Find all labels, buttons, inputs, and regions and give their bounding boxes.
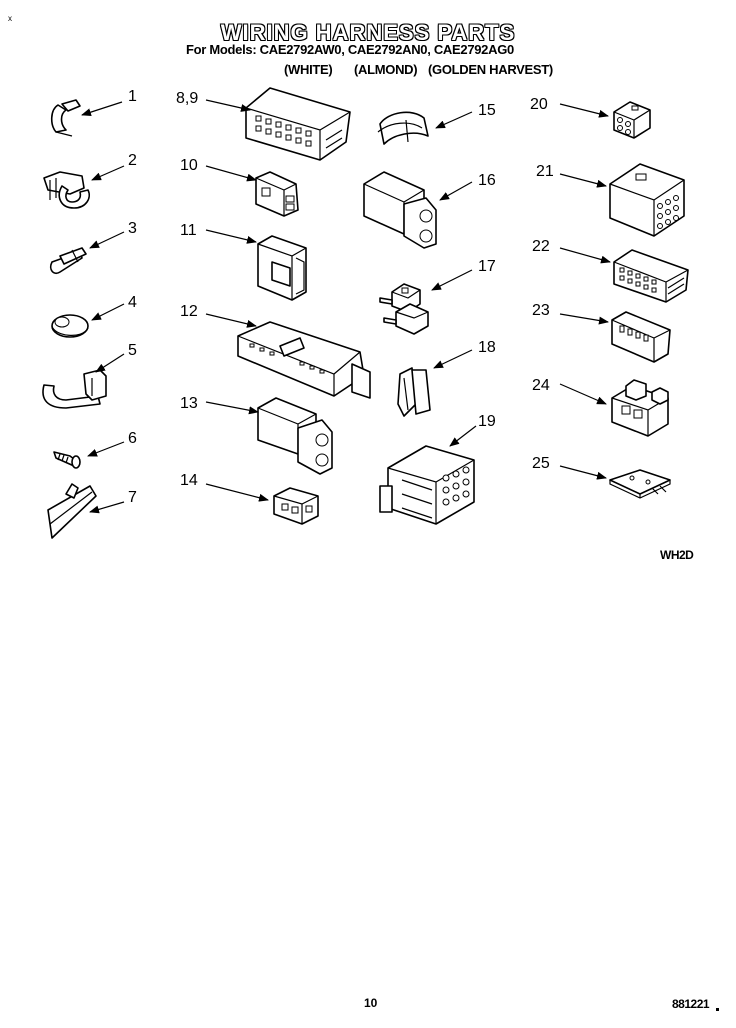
part-8-9-connector-block[interactable] xyxy=(245,87,351,161)
part-21-nine-pin-housing[interactable] xyxy=(609,163,685,237)
callout-19: 19 xyxy=(478,413,496,430)
part-22-multirow-connector[interactable] xyxy=(613,249,689,303)
part-17-plug-adapter[interactable] xyxy=(379,283,429,335)
callout-10: 10 xyxy=(180,157,198,174)
callout-17: 17 xyxy=(478,258,496,275)
part-24-latch-connector[interactable] xyxy=(611,379,669,437)
callout-11: 11 xyxy=(180,222,197,239)
page-title: WIRING HARNESS PARTS xyxy=(220,20,516,45)
corner-mark: x xyxy=(8,14,12,23)
callout-3: 3 xyxy=(128,220,137,237)
part-20-small-cube[interactable] xyxy=(613,101,651,139)
part-16-barrel-connector[interactable] xyxy=(363,171,437,249)
part-13-barrel-connector[interactable] xyxy=(257,397,333,475)
callout-20: 20 xyxy=(530,96,548,113)
part-4-grommet[interactable] xyxy=(51,314,89,338)
color-almond: (ALMOND) xyxy=(354,62,418,77)
part-12-connector-rail[interactable] xyxy=(237,321,371,399)
part-18-wire-guide[interactable] xyxy=(397,367,431,417)
part-5-strap-clip[interactable] xyxy=(42,369,107,409)
callout-7: 7 xyxy=(128,489,137,506)
callout-1: 1 xyxy=(128,88,137,105)
callout-6: 6 xyxy=(128,430,137,447)
part-11-connector-housing[interactable] xyxy=(257,235,307,301)
page-number: 10 xyxy=(364,996,378,1010)
diagram-code: WH2D xyxy=(660,548,694,562)
callout-15: 15 xyxy=(478,102,496,119)
part-25-circuit-board[interactable] xyxy=(609,469,671,499)
part-10-small-connector[interactable] xyxy=(255,171,299,217)
callout-5: 5 xyxy=(128,342,137,359)
part-7-bracket[interactable] xyxy=(47,483,97,539)
callout-4: 4 xyxy=(128,294,137,311)
color-golden-harvest: (GOLDEN HARVEST) xyxy=(428,62,553,77)
models-line: For Models: CAE2792AW0, CAE2792AN0, CAE2… xyxy=(186,42,514,57)
part-2-cable-clip[interactable] xyxy=(43,171,90,209)
part-15-flag-terminal[interactable] xyxy=(377,111,429,145)
document-code: 881221 xyxy=(672,997,710,1011)
callout-2: 2 xyxy=(128,152,137,169)
part-14-three-pin-connector[interactable] xyxy=(273,487,319,525)
footer-dot xyxy=(716,1008,719,1011)
callout-23: 23 xyxy=(532,302,550,319)
callout-22: 22 xyxy=(532,238,550,255)
part-19-multipin-block[interactable] xyxy=(379,445,475,525)
part-1-clip[interactable] xyxy=(50,99,81,137)
callout-8-9: 8,9 xyxy=(176,90,199,107)
part-3-spring-clip[interactable] xyxy=(49,247,87,275)
part-23-header-strip[interactable] xyxy=(611,311,671,363)
color-white: (WHITE) xyxy=(284,62,333,77)
callout-24: 24 xyxy=(532,377,550,394)
callout-13: 13 xyxy=(180,395,198,412)
callout-12: 12 xyxy=(180,303,198,320)
callout-16: 16 xyxy=(478,172,496,189)
part-6-screw[interactable] xyxy=(53,451,81,469)
callout-14: 14 xyxy=(180,472,198,489)
callout-18: 18 xyxy=(478,339,496,356)
callout-21: 21 xyxy=(536,163,554,180)
callout-25: 25 xyxy=(532,455,550,472)
